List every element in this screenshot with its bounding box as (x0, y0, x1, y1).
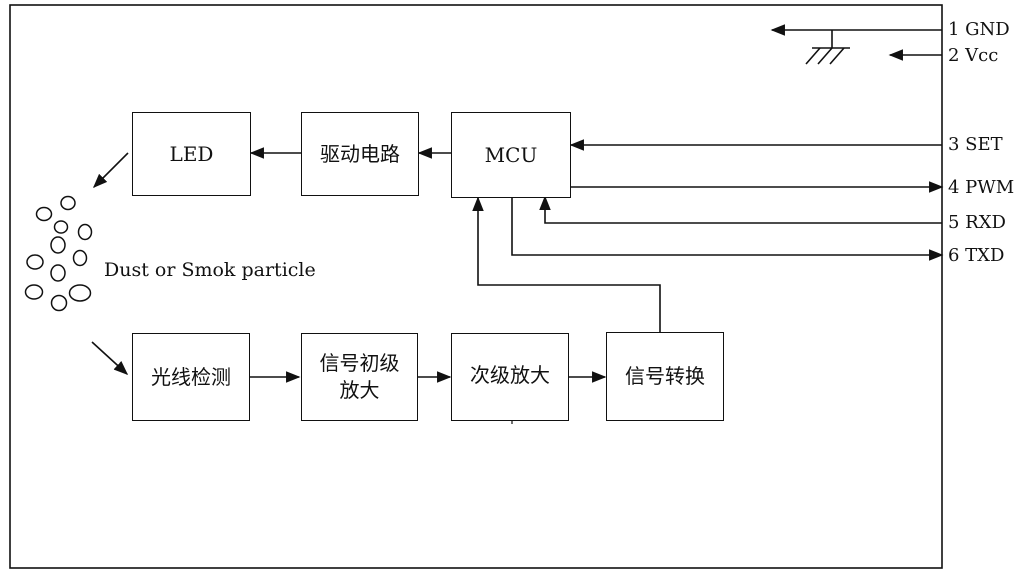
led-label: LED (169, 141, 214, 166)
particle (24, 284, 44, 300)
particle (77, 223, 93, 241)
ground-icon (805, 30, 850, 65)
pin-label-txd: 6 TXD (948, 245, 1005, 266)
particle (53, 220, 69, 234)
pin-label-gnd: 1 GND (948, 19, 1010, 40)
particle (60, 195, 76, 211)
primary-amp-label-line2: 放大 (339, 378, 380, 402)
pin-label-pwm: 4 PWM (948, 177, 1015, 198)
secondary-amp-block: 次级放大 (451, 333, 569, 421)
signal-convert-block: 信号转换 (606, 332, 724, 421)
pin-label-vcc: 2 Vcc (948, 45, 999, 66)
txd-line (511, 197, 944, 261)
particle-cluster (24, 195, 93, 312)
particle (50, 294, 68, 312)
particle (35, 206, 53, 222)
mcu-block: MCU (451, 112, 571, 198)
photo-detect-label: 光线检测 (151, 364, 231, 389)
driver-circuit-label: 驱动电路 (320, 141, 400, 166)
particle (68, 284, 92, 302)
led-emission-arrow (92, 152, 129, 189)
driver-circuit-block: 驱动电路 (301, 112, 419, 196)
pin-label-rxd: 5 RXD (948, 212, 1006, 233)
particles-label: Dust or Smok particle (104, 259, 316, 281)
photo-detect-block: 光线检测 (132, 333, 250, 421)
rxd-line (539, 195, 942, 224)
particle (50, 236, 66, 254)
particle (50, 264, 66, 282)
pin-label-set: 3 SET (948, 134, 1003, 155)
particle (26, 254, 44, 270)
led-block: LED (132, 112, 251, 196)
mcu-label: MCU (484, 142, 538, 167)
signal-convert-label: 信号转换 (625, 364, 705, 388)
primary-amp-block: 信号初级 放大 (301, 333, 418, 421)
particle (72, 249, 88, 267)
primary-amp-label-line1: 信号初级 (319, 351, 400, 375)
feedback-line (472, 196, 661, 332)
secondary-amp-label: 次级放大 (470, 363, 550, 387)
outer-frame (9, 4, 943, 569)
scatter-arrow (91, 341, 129, 375)
